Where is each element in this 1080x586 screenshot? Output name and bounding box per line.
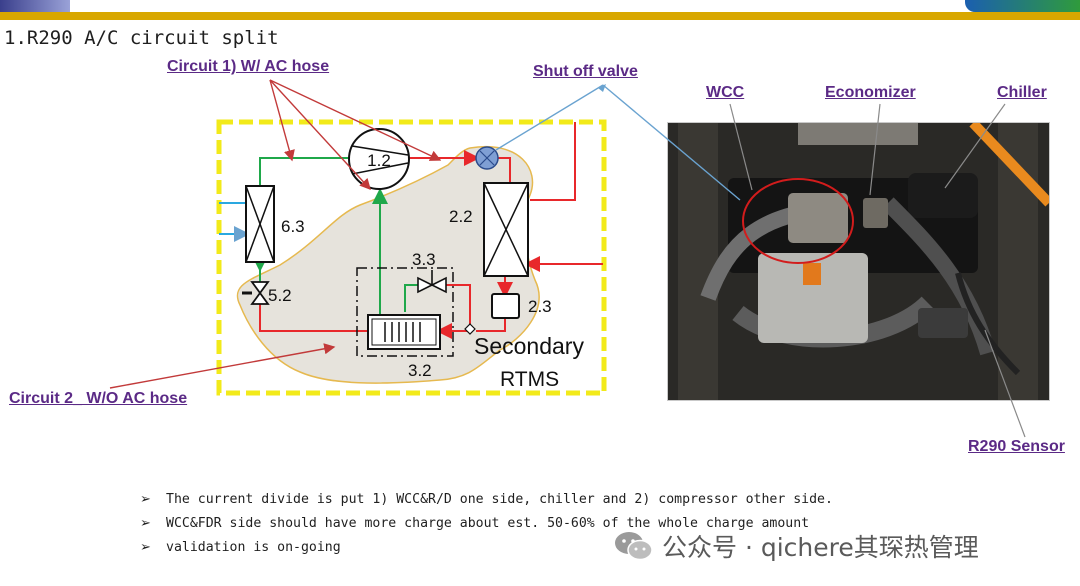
label-secondary: Secondary xyxy=(474,333,584,359)
wcc-3-2 xyxy=(367,314,441,350)
compressor-1-2 xyxy=(348,128,410,190)
label-rtms: RTMS xyxy=(500,368,559,391)
rd-to-valve-line xyxy=(440,284,471,324)
bullet-item: ➢ WCC&FDR side should have more charge a… xyxy=(140,511,833,535)
leader-chiller xyxy=(944,103,1006,189)
leader-shutoff-a xyxy=(495,84,604,151)
label-6-3: 6.3 xyxy=(281,217,305,236)
label-3-3: 3.3 xyxy=(412,250,436,269)
receiver-dryer-2-3 xyxy=(491,293,520,319)
label-2-2: 2.2 xyxy=(449,207,473,226)
watermark: 公众号 · qichere其琛热管理 xyxy=(614,528,979,564)
bullet-item: ➢ validation is on-going xyxy=(140,535,833,559)
leader-circuit2 xyxy=(109,343,336,389)
label-5-2: 5.2 xyxy=(268,286,292,305)
expansion-valve-5-2 xyxy=(250,281,270,305)
callout-circuit-2: Circuit 2_ W/O AC hose xyxy=(9,390,188,407)
leader-circuit1-c xyxy=(269,79,442,161)
bullet-text: The current divide is put 1) WCC&R/D one… xyxy=(166,491,833,507)
arrow-bullet-icon: ➢ xyxy=(140,539,151,555)
leader-circuit1-a xyxy=(269,79,295,162)
leader-shutoff-b xyxy=(602,84,741,201)
bullet-item: ➢ The current divide is put 1) WCC&R/D o… xyxy=(140,487,833,511)
callout-economizer: Economizer xyxy=(825,84,916,101)
arrow-bullet-icon: ➢ xyxy=(140,515,151,531)
header-bar xyxy=(0,0,1080,20)
circuit-boundary-frame xyxy=(216,119,607,396)
secondary-inlet-line xyxy=(530,122,576,201)
callout-shut-off-valve: Shut off valve xyxy=(533,63,638,80)
economizer-subsystem-box xyxy=(356,267,454,357)
pressure-sensor-icon xyxy=(464,323,476,335)
hardware-photo-illustration xyxy=(668,123,1049,400)
slide-title: 1.R290 A/C circuit split xyxy=(4,27,279,49)
watermark-text: 公众号 · qichere其琛热管理 xyxy=(662,533,979,562)
wcc-to-valve-line xyxy=(259,304,368,332)
callout-circuit-1: Circuit 1) W/ AC hose xyxy=(167,58,330,75)
leader-circuit1-b xyxy=(269,79,371,191)
header-divider xyxy=(0,12,1080,20)
bullet-text: validation is on-going xyxy=(166,539,341,555)
callout-wcc: WCC xyxy=(706,84,745,101)
wechat-icon xyxy=(614,530,654,562)
arrow-bullet-icon: ➢ xyxy=(140,491,151,507)
leader-wcc xyxy=(729,103,753,191)
suction-line xyxy=(259,157,350,186)
company-logo-left xyxy=(0,0,70,14)
label-2-3: 2.3 xyxy=(528,297,552,316)
leader-sensor xyxy=(984,329,1026,438)
company-logo-right xyxy=(965,0,1080,12)
callout-chiller: Chiller xyxy=(997,84,1047,101)
bullet-list: ➢ The current divide is put 1) WCC&R/D o… xyxy=(140,487,833,559)
leader-economizer xyxy=(869,103,881,196)
hardware-photo xyxy=(667,122,1050,401)
label-3-2: 3.2 xyxy=(408,361,432,380)
rd-to-wcc-line xyxy=(476,318,506,332)
label-1-2: 1.2 xyxy=(367,151,391,170)
valve-to-hx-line xyxy=(498,157,511,183)
callout-r290-sensor: R290 Sensor xyxy=(968,438,1065,455)
bullet-text: WCC&FDR side should have more charge abo… xyxy=(166,515,810,531)
